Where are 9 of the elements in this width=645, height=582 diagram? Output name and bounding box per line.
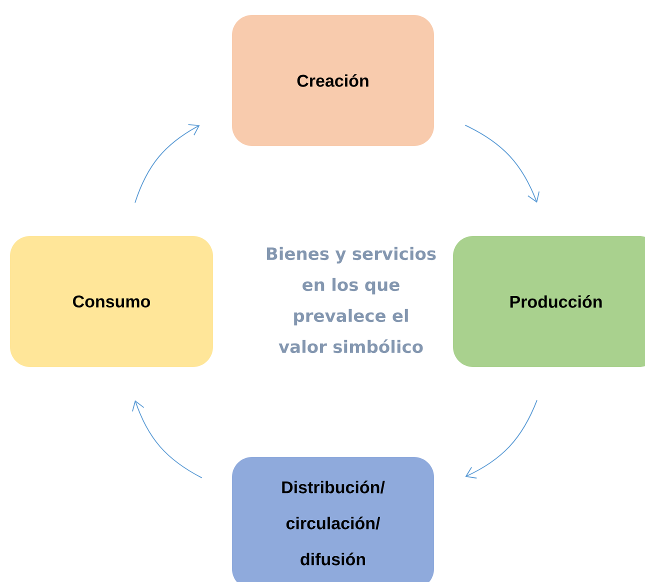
curved-arrow bbox=[132, 400, 202, 478]
curved-arrow bbox=[465, 400, 538, 479]
curved-arrow bbox=[464, 124, 540, 203]
process-box: Distribución/ circulación/ difusión bbox=[232, 457, 434, 582]
center-text: Bienes y servicios en los que prevalece el valor simbólico bbox=[267, 246, 436, 354]
process-box: Consumo bbox=[10, 236, 213, 367]
process-box: Creación bbox=[232, 15, 434, 146]
process-box: Producción bbox=[453, 236, 645, 367]
curved-arrow bbox=[134, 124, 200, 204]
